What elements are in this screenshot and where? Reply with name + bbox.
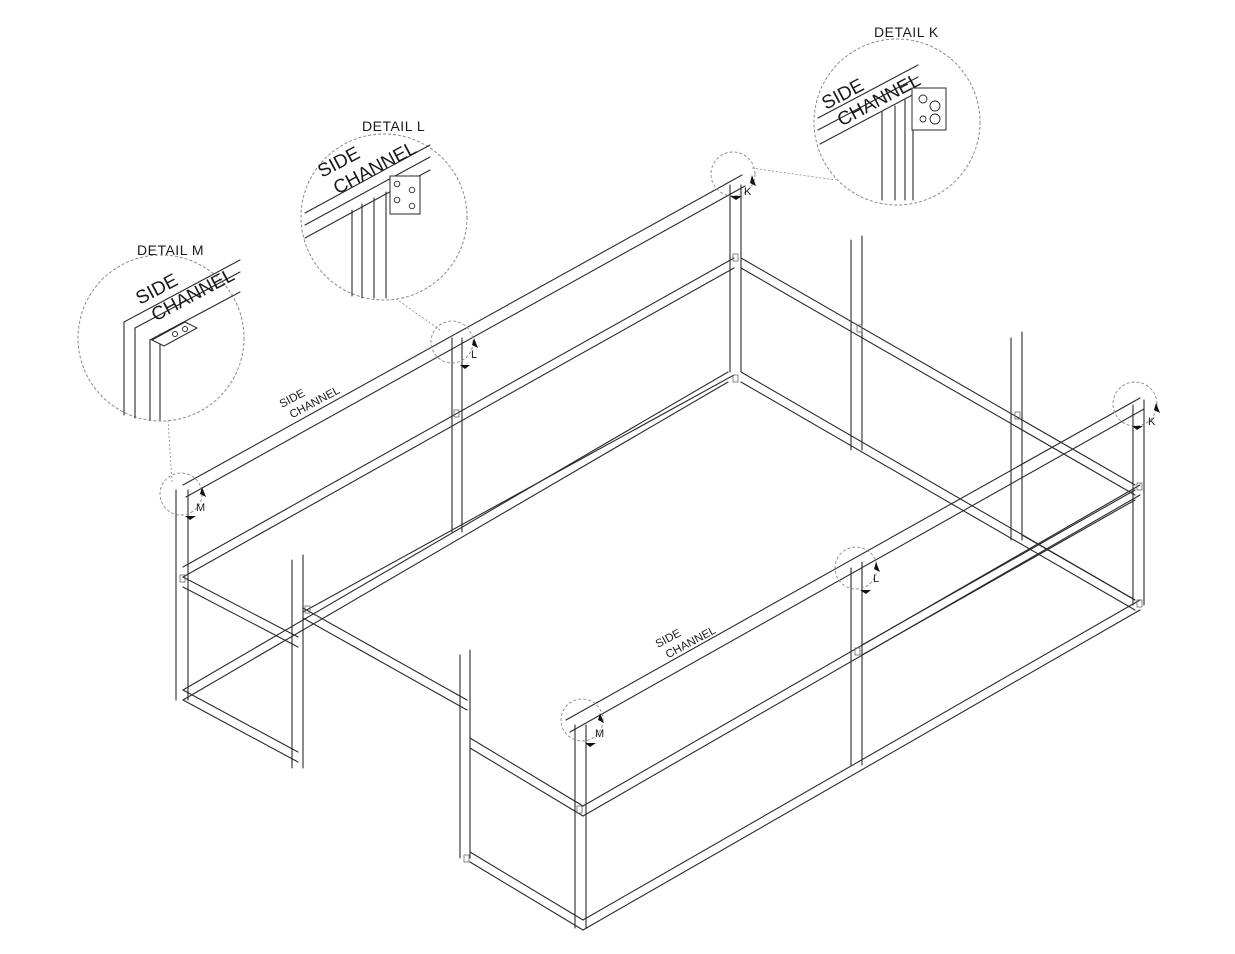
callout-markers: K L M K L M	[185, 175, 1160, 747]
detail-l: DETAIL L SIDE CHANNEL	[300, 118, 468, 301]
detail-k: DETAIL K SIDE CHANNEL	[813, 24, 981, 206]
detail-l-title: DETAIL L	[362, 118, 425, 134]
callout-k-top: K	[744, 186, 752, 198]
leader-k	[751, 167, 837, 181]
detail-k-title: DETAIL K	[874, 24, 939, 40]
callout-m-right: M	[595, 728, 604, 740]
callout-circle-m-right	[560, 698, 604, 742]
callout-circle-k-right	[1112, 381, 1158, 427]
leader-m	[167, 419, 173, 483]
leader-l	[394, 297, 441, 331]
rivet-marks	[179, 253, 1143, 863]
callout-circle-l-right	[834, 546, 878, 590]
detail-m-title: DETAIL M	[137, 242, 204, 258]
callout-l-right: L	[873, 573, 879, 585]
detail-m: DETAIL M SIDE CHANNEL	[77, 242, 245, 422]
side-channel-label-right: SIDE CHANNEL	[654, 624, 719, 661]
callout-m-top: M	[196, 502, 205, 514]
callout-k-right: K	[1148, 416, 1156, 428]
callout-l-top: L	[471, 349, 477, 361]
callout-circle-k-top	[710, 151, 756, 197]
frame-structure	[175, 174, 1145, 931]
